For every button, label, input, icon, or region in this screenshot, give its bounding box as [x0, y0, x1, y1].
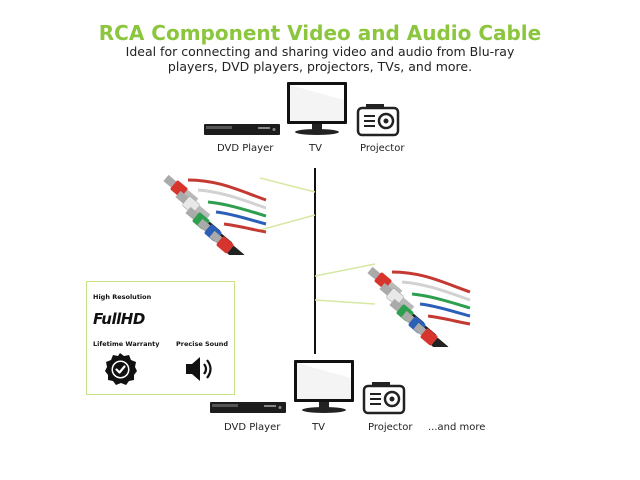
- speaker-sound-icon: [186, 357, 212, 381]
- dvd-player-icon: [210, 402, 286, 413]
- bottom-cable-leader-lines: [315, 263, 376, 305]
- tv-icon: [287, 82, 347, 135]
- top-cable-leader-lines: [260, 177, 316, 231]
- warranty-badge-icon: [105, 353, 137, 385]
- bottom-projector-label: Projector: [368, 422, 413, 433]
- top-dvd-label: DVD Player: [217, 143, 274, 154]
- high-resolution-label: High Resolution: [93, 293, 152, 301]
- page-title: RCA Component Video and Audio Cable: [98, 21, 542, 45]
- rca-cable-image-top: [163, 174, 267, 255]
- top-tv-label: TV: [309, 143, 322, 154]
- and-more-label: ...and more: [428, 422, 486, 433]
- top-projector-label: Projector: [360, 143, 405, 154]
- projector-icon: [362, 382, 406, 415]
- connection-line: [314, 168, 316, 354]
- bottom-dvd-label: DVD Player: [224, 422, 281, 433]
- rca-cable-image-bottom: [367, 266, 471, 347]
- bottom-tv-label: TV: [312, 422, 325, 433]
- dvd-player-icon: [204, 124, 280, 135]
- lifetime-warranty-label: Lifetime Warranty: [93, 340, 160, 348]
- projector-icon: [356, 104, 400, 137]
- precise-sound-label: Precise Sound: [176, 340, 229, 348]
- tv-icon: [294, 360, 354, 413]
- fullhd-logo: FullHD: [93, 310, 145, 328]
- page-subtitle: Ideal for connecting and sharing video a…: [125, 44, 515, 74]
- bottom-devices-graphic: [210, 360, 406, 415]
- top-devices-graphic: [204, 82, 400, 137]
